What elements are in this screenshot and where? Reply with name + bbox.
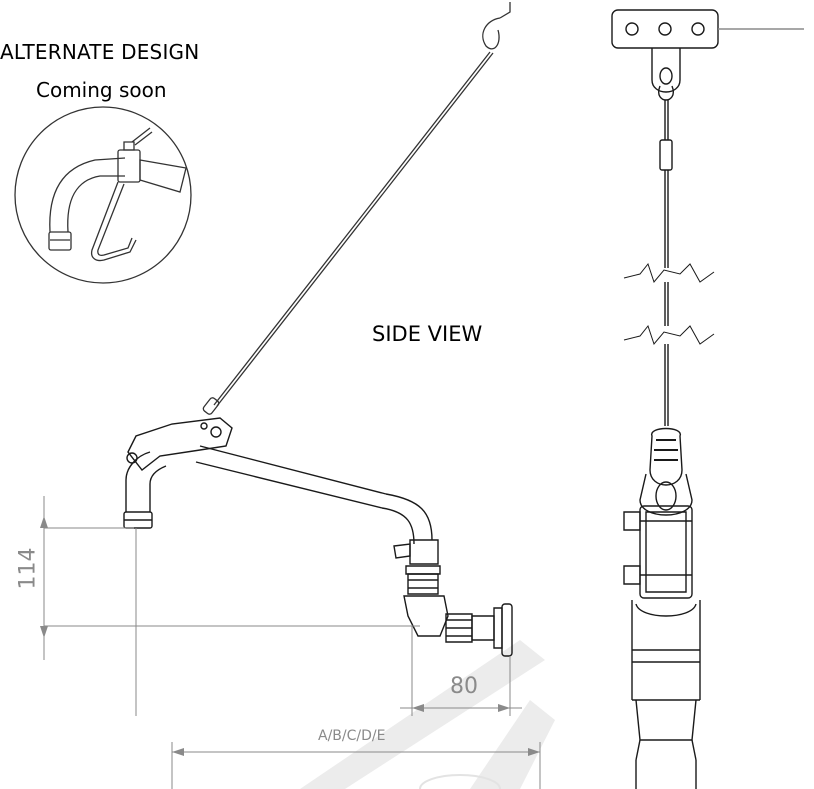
front-view — [612, 10, 804, 789]
coming-soon-label: Coming soon — [36, 78, 167, 102]
side-view-label: SIDE VIEW — [372, 322, 483, 346]
length-dimension-label: A/B/C/D/E — [318, 728, 386, 744]
watermark — [300, 640, 555, 789]
suspension-wire — [202, 2, 510, 415]
height-dimension-label: 114 — [15, 547, 41, 590]
alternate-design-label: ALTERNATE DESIGN — [0, 40, 200, 64]
offset-dimension-label: 80 — [450, 674, 478, 699]
alternate-design-detail — [15, 107, 191, 283]
dimension-lines — [40, 496, 540, 789]
faucet-assembly — [124, 418, 512, 656]
